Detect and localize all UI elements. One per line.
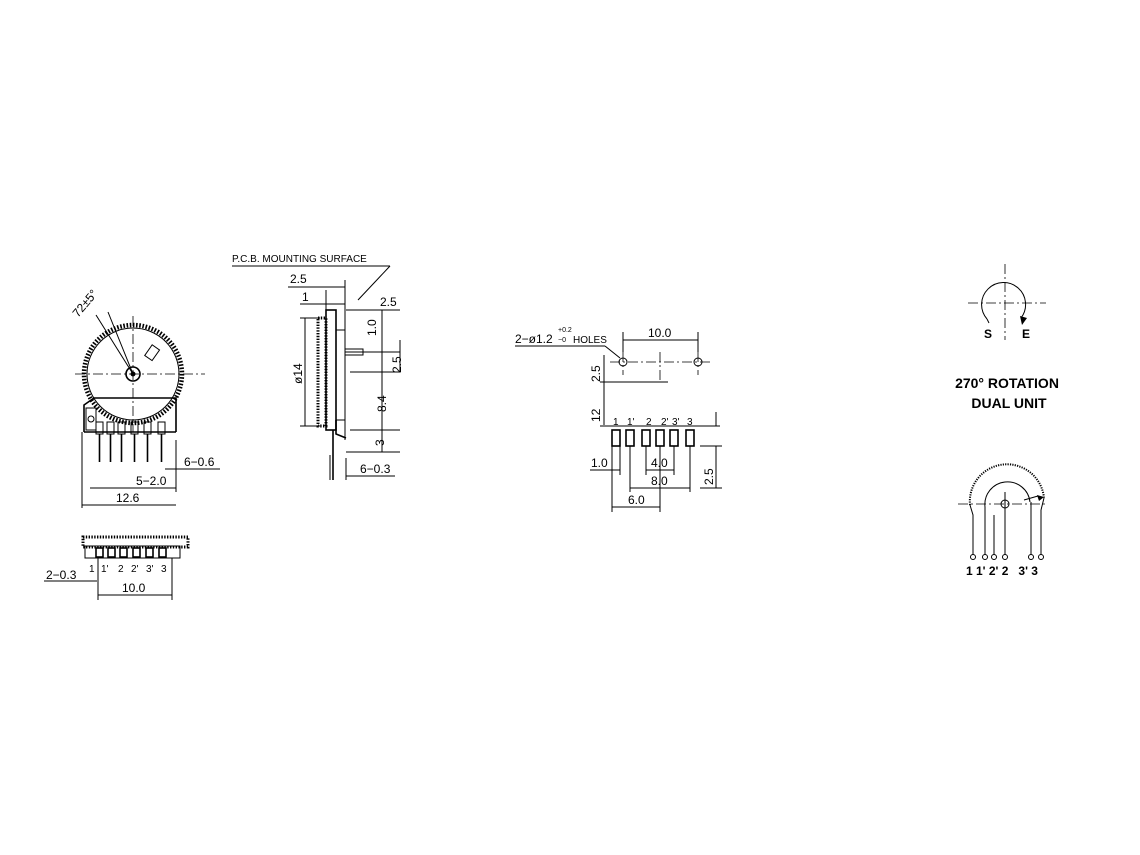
holes-prefix: 2−ø1.2 <box>515 332 553 346</box>
pcb-pin-1: 1 <box>613 417 619 428</box>
rotation-title: 270° ROTATION <box>955 375 1059 391</box>
pcb-pin-2: 2 <box>646 417 652 428</box>
dim-2-5-pcb-right: 2.5 <box>702 468 716 485</box>
holes-suffix: HOLES <box>573 335 607 346</box>
dim-pins: 6−0.6 <box>184 455 215 469</box>
side-view: P.C.B. MOUNTING SURFACE 2.5 1 2.5 ø14 <box>232 254 404 480</box>
rotation-subtitle: DUAL UNIT <box>971 395 1047 411</box>
dim-lugs: 5−2.0 <box>136 474 167 488</box>
rotation-end-label: E <box>1022 327 1030 341</box>
bottom-view: 1 1' 2 2' 3' 3 2−0.3 10.0 <box>44 535 190 600</box>
rotation-start-label: S <box>984 327 992 341</box>
bottom-pin-2p: 2' <box>131 564 139 575</box>
dim-2-5-pcb-left: 2.5 <box>589 365 603 382</box>
dim-6-0-pcb: 6.0 <box>628 493 645 507</box>
dim-4-0-pcb: 4.0 <box>651 456 668 470</box>
side-body <box>316 309 400 439</box>
bottom-pin-1: 1 <box>89 564 95 575</box>
dim-1-0: 1.0 <box>365 319 379 336</box>
pcb-pins: 1 1' 2 2' 3' 3 <box>611 417 695 447</box>
dim-1: 1 <box>302 290 309 304</box>
rotation-diagram: S E 270° ROTATION DUAL UNIT <box>955 264 1059 411</box>
pcb-pin-3p: 3' <box>672 417 680 428</box>
dim-8-0-pcb: 8.0 <box>651 474 668 488</box>
bottom-pin-3p: 3' <box>146 564 154 575</box>
dim-pin-side: 6−0.3 <box>360 462 391 476</box>
dim-width: 12.6 <box>116 491 140 505</box>
dim-2-5-side: 2.5 <box>390 356 404 373</box>
holes-tol-plus: +0.2 <box>558 327 572 334</box>
dim-3: 3 <box>373 439 387 446</box>
mounting-holes <box>610 352 710 380</box>
angle-label: 72±5° <box>70 287 101 320</box>
dim-span-bottom: 10.0 <box>122 581 146 595</box>
schematic-pin-labels: 1 1' 2' 2 3' 3 <box>966 564 1038 578</box>
dim-1-0-pcb: 1.0 <box>591 456 608 470</box>
pcb-pin-1p: 1' <box>627 417 635 428</box>
pcb-layout: 2−ø1.2 +0.2 −0 HOLES 10.0 2.5 12 1 1' 2 <box>515 326 722 512</box>
dim-diameter: ø14 <box>291 363 305 384</box>
bottom-pin-1p: 1' <box>101 564 109 575</box>
pcb-pin-2p: 2' <box>661 417 669 428</box>
dim-12-pcb: 12 <box>589 408 603 422</box>
dim-right: 2.5 <box>380 295 397 309</box>
dim-8-4: 8.4 <box>375 395 389 412</box>
schematic-diagram: 1 1' 2' 2 3' 3 <box>958 463 1048 578</box>
surface-label: P.C.B. MOUNTING SURFACE <box>232 254 367 265</box>
pcb-pin-3: 3 <box>687 417 693 428</box>
bottom-pin-3: 3 <box>161 564 167 575</box>
dim-top: 2.5 <box>290 272 307 286</box>
bottom-pin-2: 2 <box>118 564 124 575</box>
holes-tol-minus: −0 <box>558 337 566 344</box>
front-view: 72±5° 6−0.6 5−2.0 12.6 <box>70 287 220 508</box>
dim-pin-bottom: 2−0.3 <box>46 568 77 582</box>
body-frame <box>83 397 177 433</box>
terminal-pins <box>95 421 166 462</box>
dim-10-0-pcb: 10.0 <box>648 326 672 340</box>
